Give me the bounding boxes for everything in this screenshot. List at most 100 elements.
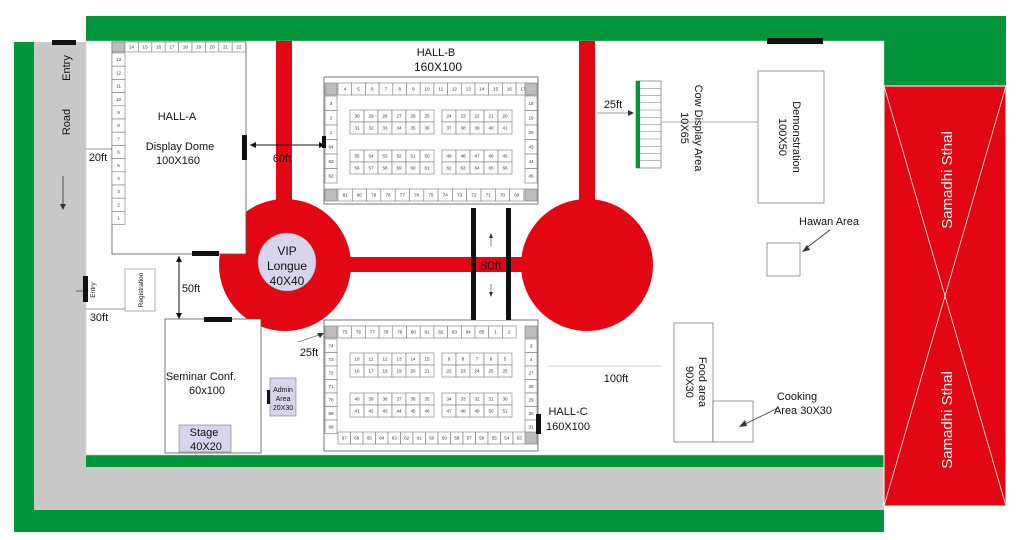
stall-number: 15 (424, 357, 430, 362)
green-border-left (14, 42, 34, 532)
stall-number: 43 (528, 144, 534, 149)
stall[interactable] (111, 211, 126, 225)
stall-number: 13 (466, 87, 472, 92)
stall-number: 54 (504, 436, 510, 441)
stall[interactable] (419, 121, 435, 135)
hawan-area[interactable] (766, 242, 801, 277)
stall[interactable] (509, 188, 525, 202)
stall-number: 68 (328, 424, 334, 429)
stall-number: 31 (488, 397, 494, 402)
stall[interactable] (524, 431, 538, 445)
stall-number: 33 (382, 126, 388, 131)
road-label: Road (61, 109, 73, 135)
seminar-door[interactable] (204, 317, 232, 322)
stall-number: 15 (493, 87, 499, 92)
stall-number: 30 (528, 411, 534, 416)
stall-number: 31 (354, 126, 360, 131)
stall-number: 32 (474, 397, 480, 402)
walkway-left-vertical (276, 41, 292, 201)
stall-number: 62 (404, 436, 410, 441)
stall[interactable] (419, 404, 435, 418)
stage[interactable] (178, 424, 232, 453)
cooking-area[interactable] (712, 400, 754, 443)
stall[interactable] (497, 364, 513, 378)
stall-number: 77 (400, 193, 406, 198)
stall-number: 5 (117, 163, 120, 168)
stall[interactable] (497, 121, 513, 135)
cow-label-1: Cow Display Area (692, 85, 704, 173)
stall-number: 22 (236, 45, 242, 50)
stall[interactable] (419, 161, 435, 175)
stall[interactable] (497, 404, 513, 418)
dim-100ft: 100ft (604, 373, 628, 385)
stall-number: 19 (528, 115, 534, 120)
stall-number: 35 (424, 397, 430, 402)
stall-number: 29 (528, 397, 534, 402)
stall-number: 43 (382, 409, 388, 414)
stall[interactable] (231, 41, 246, 53)
entry-gate-side[interactable] (83, 276, 88, 302)
stall[interactable] (524, 82, 538, 96)
stall-number: 49 (446, 154, 452, 159)
stall[interactable] (324, 168, 338, 184)
stall-number: 28 (528, 384, 534, 389)
demonstration-area[interactable] (757, 70, 825, 204)
stall[interactable] (111, 41, 126, 53)
stall-number: 45 (410, 409, 416, 414)
hall-b-door[interactable] (322, 136, 326, 148)
stall-number: 18 (382, 369, 388, 374)
stall[interactable] (497, 161, 513, 175)
registration-booth[interactable] (124, 268, 156, 312)
stall-number: 30 (354, 114, 360, 119)
stall[interactable] (524, 325, 538, 339)
stall-number: 30 (502, 397, 508, 402)
hall-b[interactable] (323, 76, 539, 205)
stall[interactable] (324, 82, 338, 96)
stall-number: 80 (357, 193, 363, 198)
hall-a-door-bottom[interactable] (192, 251, 219, 256)
hall-a-title: HALL-A (158, 111, 197, 123)
gate-top-right[interactable] (767, 38, 823, 44)
admin-area[interactable] (269, 377, 297, 417)
vip-lounge[interactable] (257, 232, 317, 292)
stall-number: 20 (528, 130, 534, 135)
entry-gate-top[interactable] (52, 40, 76, 45)
stall-number: 48 (460, 409, 466, 414)
stall-number: 5 (357, 87, 360, 92)
hall-a-door-right[interactable] (242, 135, 247, 160)
dim-60ft-arrow-l (250, 142, 256, 148)
stall-number: 12 (116, 70, 122, 75)
stall-number: 84 (466, 330, 472, 335)
stall-number: 49 (474, 409, 480, 414)
stall[interactable] (324, 419, 338, 434)
stall[interactable] (502, 325, 517, 339)
stall-number: 9 (448, 357, 451, 362)
stall[interactable] (524, 168, 538, 184)
dim-20ft: 20ft (89, 152, 107, 164)
stall-number: 38 (382, 397, 388, 402)
admin-label-2: Area (276, 396, 291, 403)
stall-number: 62 (446, 166, 452, 171)
connector-bar-left (471, 208, 476, 320)
stall-number: 4 (530, 357, 533, 362)
circle-right-plaza (521, 199, 653, 331)
stall-number: 17 (368, 369, 374, 374)
connector-red (476, 257, 506, 272)
admin-door[interactable] (267, 390, 270, 404)
stall-number: 1 (117, 216, 120, 221)
stall[interactable] (324, 325, 338, 339)
road-left (34, 42, 86, 510)
stall-number: 6 (371, 87, 374, 92)
hall-a[interactable] (111, 41, 247, 255)
food-area[interactable] (673, 322, 714, 443)
hall-c[interactable] (323, 319, 539, 452)
stall[interactable] (324, 188, 338, 202)
stall-number: 74 (328, 343, 334, 348)
stall-number: 67 (342, 436, 348, 441)
stall-number: 16 (156, 45, 162, 50)
hall-c-door[interactable] (536, 414, 541, 434)
stall[interactable] (524, 188, 538, 202)
stall[interactable] (419, 364, 435, 378)
stall-number: 39 (474, 126, 480, 131)
